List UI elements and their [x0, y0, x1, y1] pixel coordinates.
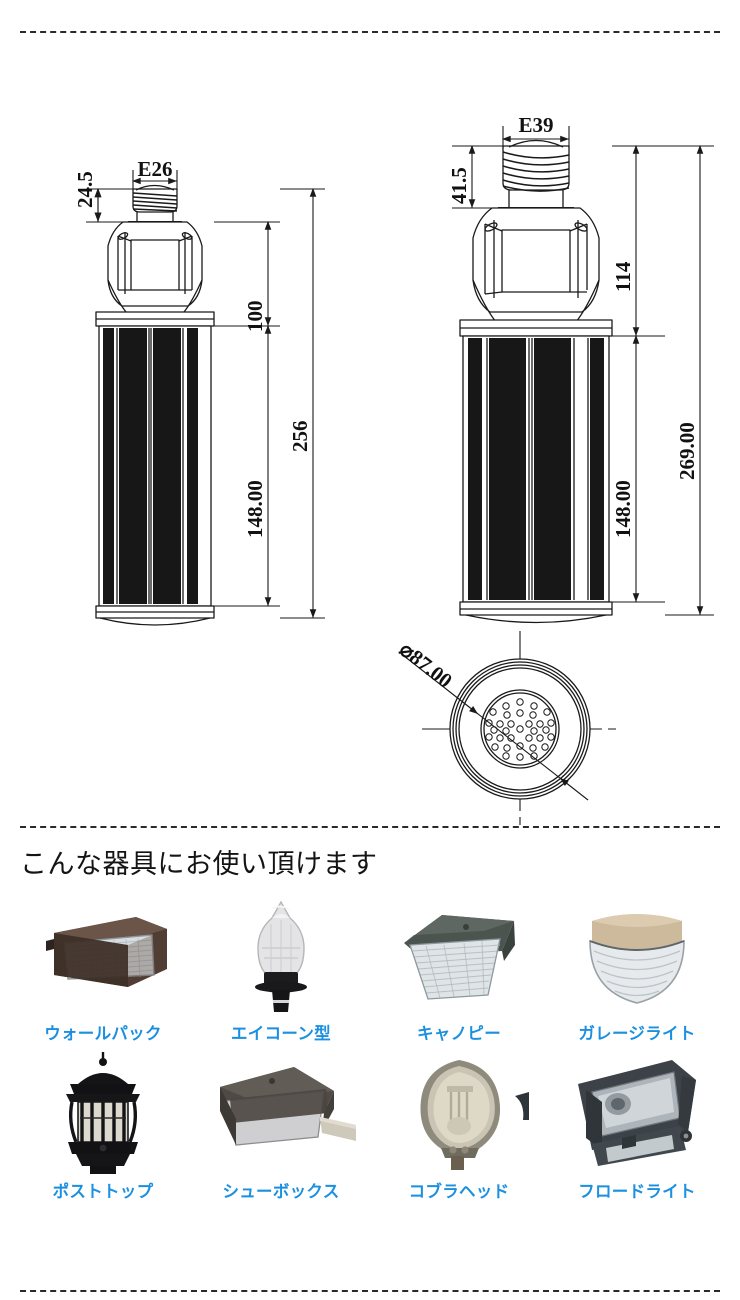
fixture-item-acorn-light[interactable]: エイコーン型 — [192, 894, 370, 1044]
fixture-grid-row-1: ウォールパック エイコーン型 — [0, 894, 740, 1044]
fixtures-heading: こんな器具にお使い頂けます — [20, 849, 378, 879]
dim-bottom-diameter: ⌀87.00 — [395, 637, 457, 693]
dimensional-drawing-svg: 24.5 E26 100 148.00 256 41.5 E39 114 148… — [73, 113, 714, 826]
bottom-view — [403, 631, 618, 826]
front-view-e39 — [459, 139, 613, 624]
dim-e39-base-height: 41.5 — [447, 167, 471, 204]
garage-light-icon — [553, 894, 721, 1014]
divider-top — [20, 31, 720, 33]
fixture-label: キャノピー — [417, 1025, 501, 1044]
dim-e26-body-height: 148.00 — [243, 480, 267, 538]
dim-e26-base-height: 24.5 — [73, 171, 97, 208]
fixture-label: コブラヘッド — [408, 1183, 510, 1202]
fixture-item-garage-light[interactable]: ガレージライト — [548, 894, 726, 1044]
fixture-label: ポストトップ — [52, 1183, 154, 1202]
dim-e26-head-height: 100 — [243, 301, 267, 333]
divider-middle — [20, 826, 720, 828]
dim-e39-body-height: 148.00 — [611, 480, 635, 538]
fixture-item-cobra-head[interactable]: コブラヘッド — [370, 1052, 548, 1202]
dim-e39-base-label: E39 — [518, 113, 553, 137]
divider-bottom — [20, 1290, 720, 1292]
fixture-label: エイコーン型 — [231, 1025, 331, 1044]
dim-e39-head-height: 114 — [611, 261, 635, 292]
acorn-light-icon — [197, 894, 365, 1014]
dim-e26-base-label: E26 — [137, 157, 172, 181]
dimensions-e39 — [452, 126, 714, 616]
fixture-item-flood-light[interactable]: フロードライト — [548, 1052, 726, 1202]
front-view-e26 — [95, 184, 215, 626]
fixture-label: ウォールパック — [44, 1025, 162, 1044]
fixture-item-shoebox[interactable]: シューボックス — [192, 1052, 370, 1202]
wall-pack-icon — [19, 894, 187, 1014]
spec-drawing-panel: 24.5 E26 100 148.00 256 41.5 E39 114 148… — [0, 40, 740, 826]
canopy-light-icon — [375, 894, 543, 1014]
fixture-grid-row-2: ポストトップ シューボックス — [0, 1052, 740, 1202]
dim-e26-overall-height: 256 — [288, 421, 312, 453]
compatible-fixtures-section: こんな器具にお使い頂けます — [0, 838, 740, 1283]
flood-light-icon — [553, 1052, 721, 1172]
fixture-item-post-top[interactable]: ポストトップ — [14, 1052, 192, 1202]
fixture-item-canopy-light[interactable]: キャノピー — [370, 894, 548, 1044]
fixture-label: シューボックス — [222, 1183, 340, 1202]
dimensions-e26 — [86, 170, 325, 619]
dim-e39-overall-height: 269.00 — [675, 422, 699, 480]
post-top-icon — [19, 1052, 187, 1175]
fixture-label: フロードライト — [578, 1183, 696, 1202]
fixture-label: ガレージライト — [578, 1025, 696, 1044]
cobra-head-icon — [375, 1052, 543, 1172]
fixture-item-wall-pack[interactable]: ウォールパック — [14, 894, 192, 1044]
shoebox-icon — [197, 1052, 365, 1172]
